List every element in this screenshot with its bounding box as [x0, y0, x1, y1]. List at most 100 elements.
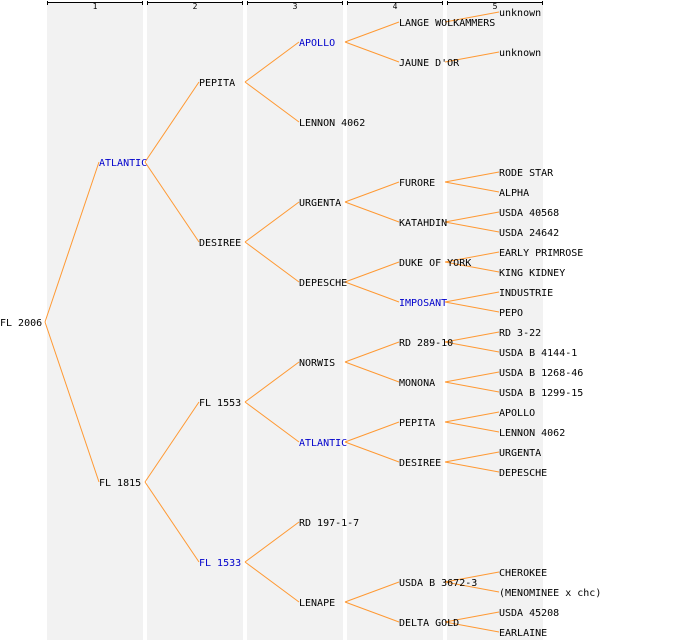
pedigree-name: FL 2006: [0, 318, 42, 329]
pedigree-connector: [44, 321, 100, 483]
generation-column-1: [47, 3, 143, 640]
pedigree-connector: [444, 581, 500, 593]
pedigree-name: DESIREE: [399, 458, 441, 469]
pedigree-connector: [444, 211, 500, 223]
pedigree-name: FL 1815: [99, 478, 141, 489]
pedigree-connector: [444, 611, 500, 623]
pedigree-connector: [444, 221, 500, 233]
pedigree-name: LANGE WOLKAMMERS: [399, 18, 495, 29]
pedigree-name: EARLY PRIMROSE: [499, 248, 583, 259]
pedigree-name: MONONA: [399, 378, 435, 389]
pedigree-name: DUKE OF YORK: [399, 258, 471, 269]
pedigree-name: EARLAINE: [499, 628, 547, 639]
pedigree-connector: [144, 481, 200, 563]
pedigree-connector: [444, 171, 500, 183]
pedigree-name: (MENOMINEE x chc): [499, 588, 601, 599]
pedigree-name: LENNON 4062: [299, 118, 365, 129]
pedigree-connector: [344, 281, 400, 303]
pedigree-connector: [144, 401, 200, 483]
pedigree-link[interactable]: ATLANTIC: [99, 158, 147, 169]
pedigree-connector: [444, 11, 500, 23]
pedigree-name: unknown: [499, 8, 541, 19]
pedigree-link[interactable]: FL 1533: [199, 558, 241, 569]
pedigree-name: JAUNE D'OR: [399, 58, 460, 69]
pedigree-name: RD 197-1-7: [299, 518, 359, 529]
pedigree-connector: [244, 41, 300, 83]
pedigree-name: KATAHDIN: [399, 218, 447, 229]
pedigree-connector: [344, 341, 400, 363]
pedigree-name: CHEROKEE: [499, 568, 547, 579]
pedigree-connector: [444, 371, 500, 383]
pedigree-connector: [444, 301, 500, 313]
pedigree-name: USDA B 1299-15: [499, 388, 583, 399]
pedigree-connector: [444, 571, 500, 583]
pedigree-name: RD 3-22: [499, 328, 541, 339]
pedigree-name: RODE STAR: [499, 168, 554, 179]
generation-column-2: [147, 3, 243, 640]
pedigree-connector: [244, 81, 300, 123]
pedigree-name: USDA 40568: [499, 208, 559, 219]
pedigree-connector: [444, 621, 500, 633]
generation-number: 5: [493, 2, 498, 11]
pedigree-connector: [444, 411, 500, 423]
connector-lines: [44, 11, 500, 633]
generation-column-5: [447, 3, 543, 640]
pedigree-connector: [444, 291, 500, 303]
pedigree-connector: [444, 251, 500, 263]
pedigree-connector: [344, 21, 400, 43]
pedigree-name: USDA 24642: [499, 228, 559, 239]
pedigree-name: DELTA GOLD: [399, 618, 459, 629]
pedigree-link[interactable]: APOLLO: [299, 38, 335, 49]
pedigree-connector: [144, 161, 200, 243]
pedigree-connector: [444, 51, 500, 63]
pedigree-name: FL 1553: [199, 398, 241, 409]
pedigree-name: KING KIDNEY: [499, 268, 565, 279]
pedigree-connector: [344, 361, 400, 383]
generation-number: 3: [293, 2, 298, 11]
pedigree-connector: [244, 241, 300, 283]
pedigree-name: ALPHA: [499, 188, 529, 199]
pedigree-connector: [244, 521, 300, 563]
pedigree-name: USDA 45208: [499, 608, 559, 619]
pedigree-name: APOLLO: [499, 408, 535, 419]
pedigree-connector: [444, 461, 500, 473]
pedigree-connector: [344, 41, 400, 63]
pedigree-connector: [344, 181, 400, 203]
generation-column-4: [347, 3, 443, 640]
pedigree-name: DEPESCHE: [499, 468, 547, 479]
pedigree-name: DESIREE: [199, 238, 241, 249]
pedigree-connector: [44, 161, 100, 323]
pedigree-name: USDA B 4144-1: [499, 348, 577, 359]
pedigree-connector: [444, 381, 500, 393]
pedigree-link[interactable]: IMPOSANT: [399, 298, 447, 309]
pedigree-name: LENNON 4062: [499, 428, 565, 439]
pedigree-connector: [244, 401, 300, 443]
generation-number: 4: [393, 2, 398, 11]
pedigree-connector: [444, 421, 500, 433]
pedigree-connector: [144, 81, 200, 163]
pedigree-connector: [444, 331, 500, 343]
pedigree-connector: [244, 361, 300, 403]
pedigree-connector: [444, 341, 500, 353]
generation-column-3: [247, 3, 343, 640]
pedigree-connector: [244, 201, 300, 243]
generation-number: 2: [193, 2, 198, 11]
pedigree-name: unknown: [499, 48, 541, 59]
pedigree-connector: [344, 601, 400, 623]
pedigree-connector: [444, 181, 500, 193]
pedigree-name: PEPITA: [399, 418, 435, 429]
pedigree-name: PEPITA: [199, 78, 235, 89]
pedigree-name: USDA B 1268-46: [499, 368, 583, 379]
pedigree-name: FURORE: [399, 178, 435, 189]
pedigree-name: INDUSTRIE: [499, 288, 553, 299]
pedigree-connector: [344, 421, 400, 443]
pedigree-connector: [344, 201, 400, 223]
pedigree-link[interactable]: ATLANTIC: [299, 438, 347, 449]
pedigree-name: RD 289-10: [399, 338, 453, 349]
pedigree-connector: [244, 561, 300, 603]
pedigree-name: DEPESCHE: [299, 278, 347, 289]
generation-number: 1: [93, 2, 98, 11]
